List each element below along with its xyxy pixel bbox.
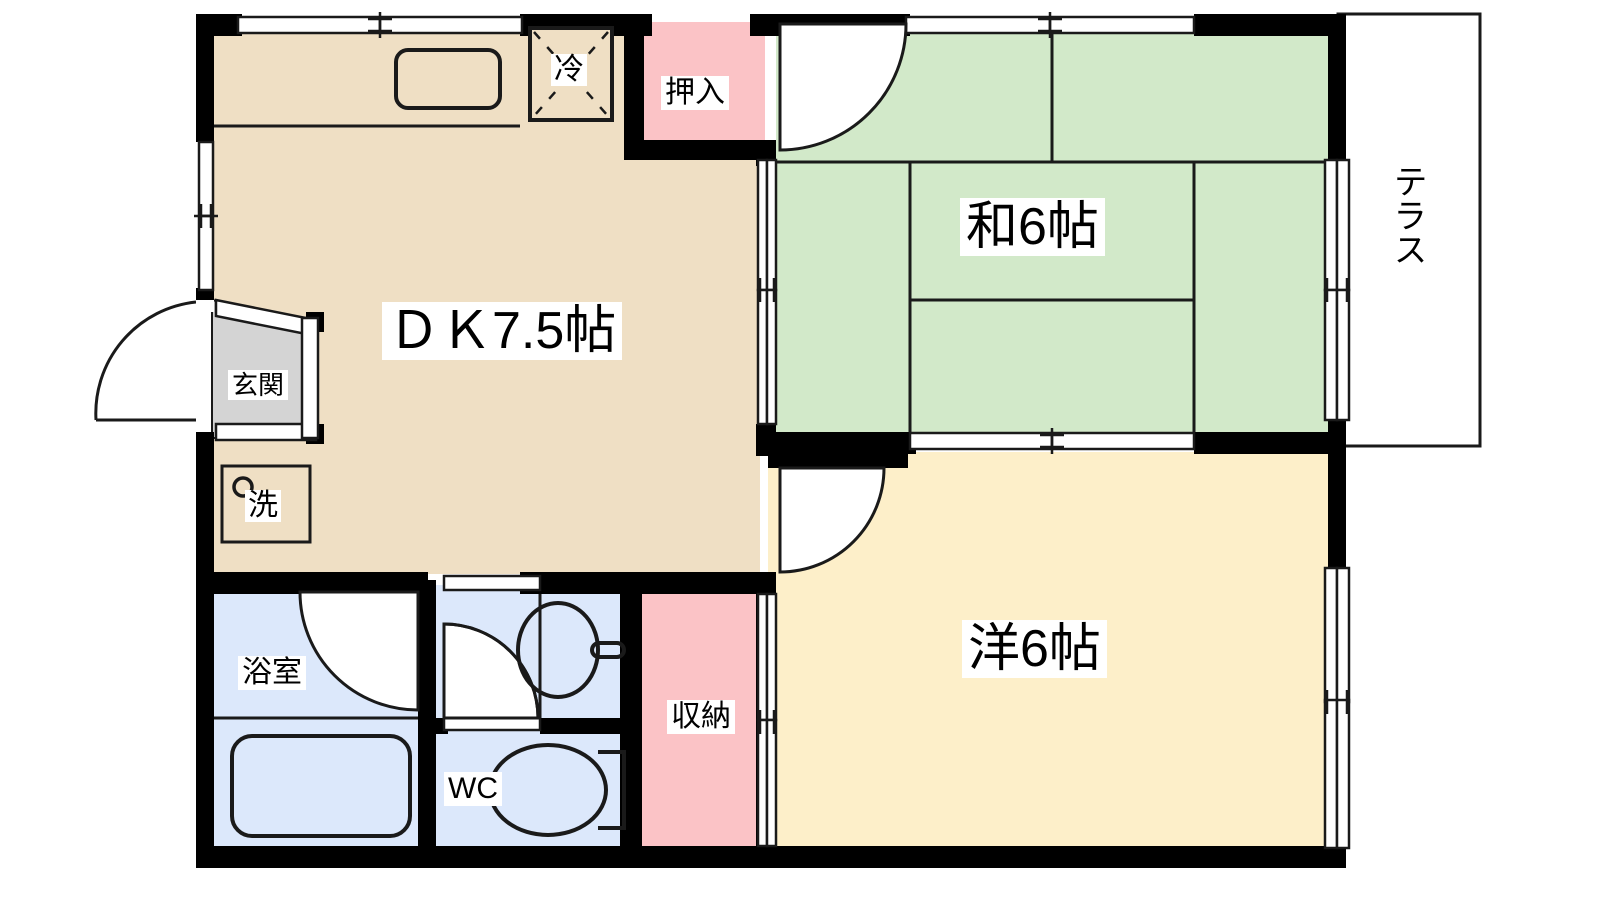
wall-right-mid <box>1328 418 1346 570</box>
window-dk-top[interactable] <box>236 12 524 38</box>
fusuma-dk-washitsu[interactable] <box>756 158 778 426</box>
washbasin-icon <box>516 601 626 699</box>
window-washitsu-top[interactable] <box>904 12 1196 38</box>
wall-top-left <box>196 14 242 36</box>
window-yoshitsu-right[interactable] <box>1323 566 1351 850</box>
window-dk-left[interactable] <box>194 140 218 292</box>
room-label-yokushitsu: 浴室 <box>238 656 306 690</box>
wall-left-lower <box>196 432 214 868</box>
wall-right-upper <box>1328 14 1346 160</box>
bathtub-icon <box>230 734 412 838</box>
swing-doors <box>94 22 908 720</box>
wall-oshiire-bottom <box>624 140 770 160</box>
fixture-label-washer: 洗 <box>245 490 281 522</box>
door-washitsu[interactable] <box>778 22 908 152</box>
wall-dk-bottom-left <box>196 572 428 594</box>
fusuma-dk-yoshitsu[interactable] <box>756 592 778 848</box>
door-yokushitsu[interactable] <box>298 590 420 712</box>
fusuma-washitsu-bottom[interactable] <box>908 428 1196 454</box>
door-entrance[interactable] <box>94 300 214 422</box>
wall-washitsu-bottom-right <box>1194 432 1346 454</box>
door-yoshitsu[interactable] <box>778 466 886 574</box>
tatami-mat-lines <box>776 22 1332 434</box>
wall-dk-bottom-right <box>624 572 776 594</box>
wall-wc-horizontal <box>540 718 624 734</box>
room-label-shuno: 収納 <box>667 700 735 734</box>
wall-dk-bottom-mid <box>520 572 632 594</box>
room-label-genkan: 玄関 <box>228 370 289 400</box>
wall-yoshitsu-door-head <box>768 446 908 468</box>
room-label-terrace: テラス <box>1388 160 1426 270</box>
wall-bath-wc-partition <box>418 580 436 848</box>
wall-bottom <box>196 846 1346 868</box>
fixture-label-refrigerator: 冷 <box>551 54 587 86</box>
room-label-oshiire: 押入 <box>661 76 729 110</box>
room-label-washitsu: 和6帖 <box>960 198 1105 256</box>
room-label-yoshitsu: 洋6帖 <box>962 620 1107 678</box>
wall-yoshitsu-door-jamb <box>758 572 776 594</box>
door-genkan-inner[interactable] <box>214 298 320 442</box>
wall-dk-oshiire <box>624 22 644 152</box>
room-label-dk: ＤＫ7.5帖 <box>382 302 623 360</box>
wall-top-right <box>1194 14 1346 36</box>
wall-left-upper <box>196 14 214 142</box>
door-washitsu-terrace[interactable] <box>1323 158 1351 422</box>
room-label-wc: WC <box>444 772 502 806</box>
sink-counter-icon <box>394 48 502 110</box>
openings <box>194 12 1351 850</box>
door-washroom[interactable] <box>442 622 540 720</box>
